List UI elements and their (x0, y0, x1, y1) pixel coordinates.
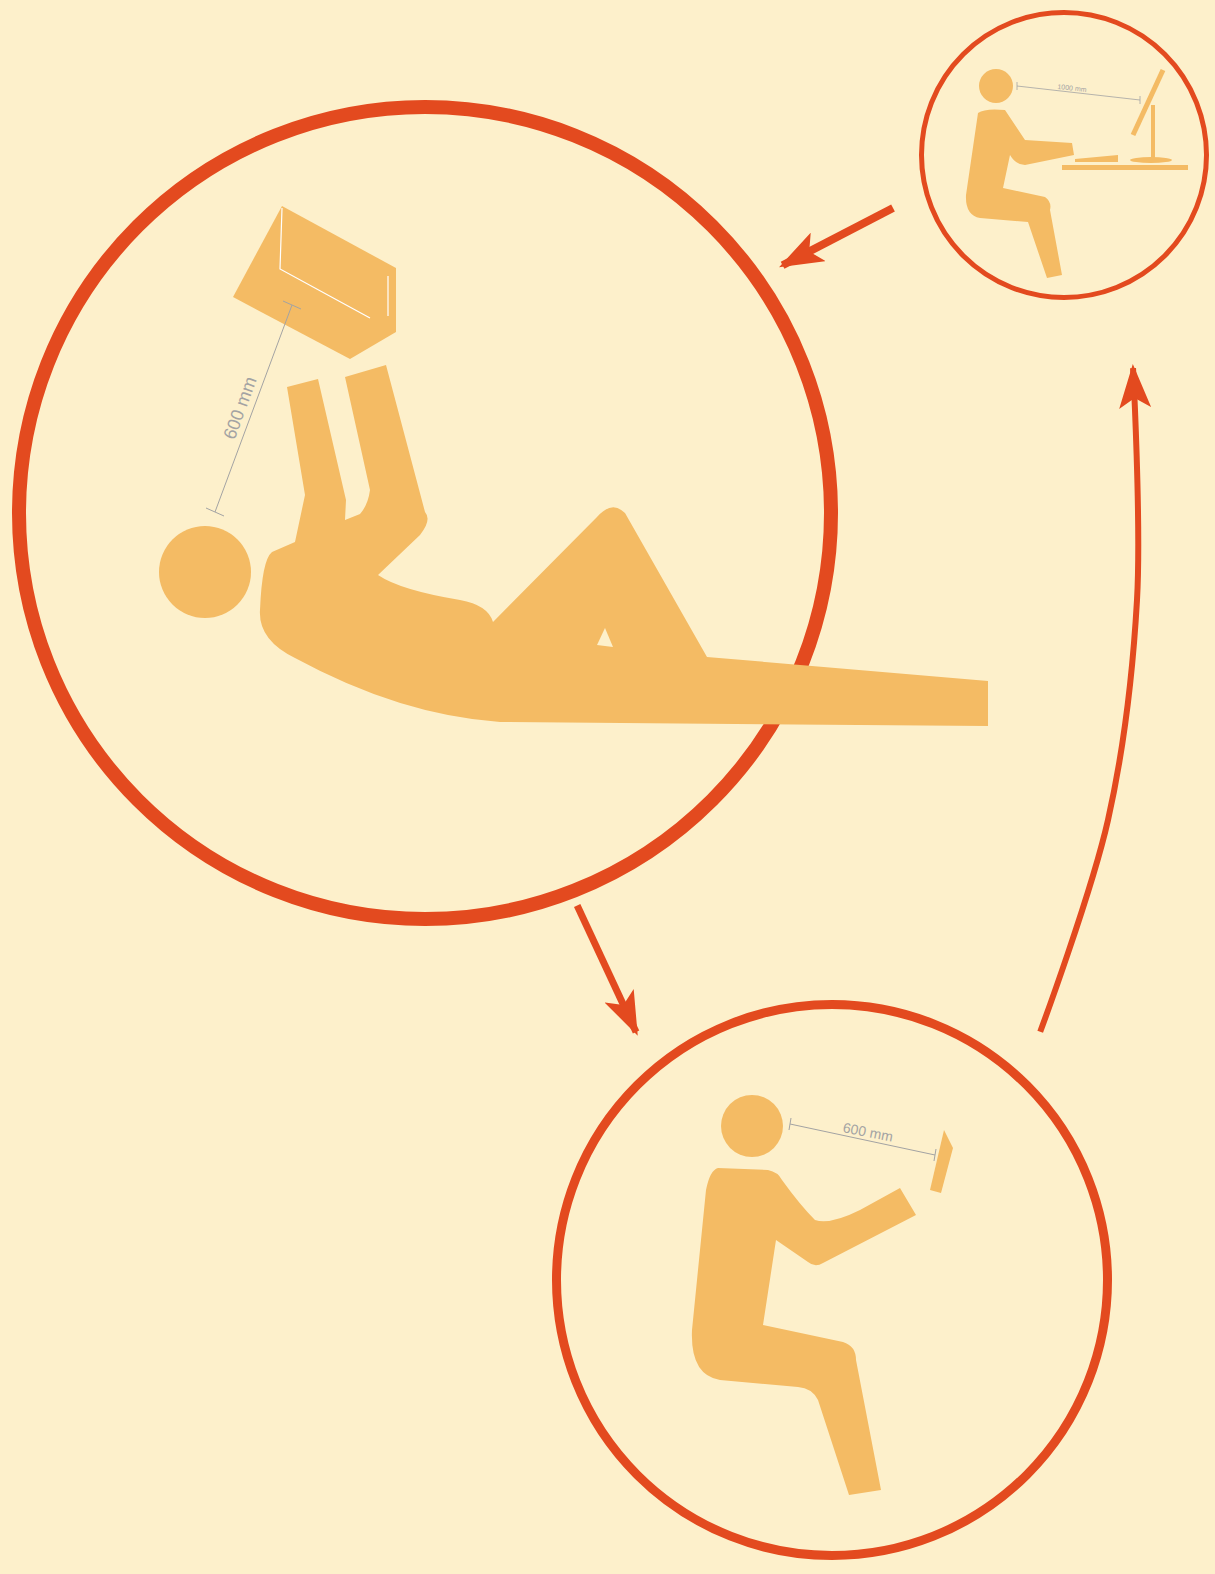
dimension-label: 600 mm (842, 1120, 894, 1143)
monitor-stand (1151, 105, 1155, 160)
tablet (233, 206, 396, 359)
dimension-label: 600 mm (220, 374, 259, 441)
dimension-line (789, 1118, 936, 1161)
illustration-circle: 600 mm (552, 1000, 1112, 1560)
circle-outline (557, 1005, 1108, 1556)
flow-arrow (577, 906, 636, 1033)
dimension-line (206, 301, 301, 516)
illustration-circle: 1000 mm (919, 10, 1209, 300)
phone-figure (692, 1095, 953, 1495)
body (692, 1168, 916, 1495)
phone (930, 1130, 953, 1193)
circle-outline (552, 1000, 1112, 1560)
flow-arrow (1040, 368, 1138, 1032)
circle-outline (12, 100, 838, 926)
head (721, 1095, 783, 1157)
monitor-base (1130, 157, 1172, 163)
head (159, 526, 251, 618)
tablet-edge (387, 276, 388, 316)
circle-outline (922, 13, 1207, 298)
dimension-label: 1000 mm (1057, 83, 1087, 93)
desk-figure (966, 69, 1188, 278)
desk (1062, 165, 1188, 170)
keyboard (1075, 155, 1118, 162)
circle-outline (19, 107, 831, 919)
monitor (1133, 70, 1163, 135)
tablet-edge (280, 208, 370, 318)
body (260, 365, 988, 726)
body (966, 109, 1074, 278)
circle-outline (919, 10, 1209, 300)
knee-gap (597, 628, 613, 647)
illustration-circle: 600 mm (12, 100, 838, 926)
flow-arrow (783, 208, 893, 265)
lying-figure (159, 206, 988, 726)
dimension-line (1017, 82, 1140, 104)
head (979, 69, 1013, 103)
